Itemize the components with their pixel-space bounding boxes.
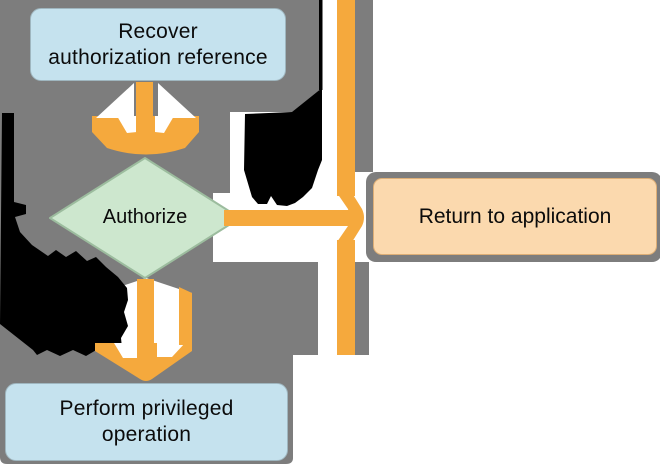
arrow-shaft — [136, 82, 153, 134]
collar-notch-right — [155, 116, 174, 133]
success-label-blob — [0, 113, 128, 356]
arrow-side-strip — [179, 287, 192, 345]
node-perform-line1: Perform privileged — [59, 397, 234, 420]
node-perform-privileged-operation: Perform privileged operation — [5, 383, 288, 461]
node-recover-line2: authorization reference — [48, 45, 268, 69]
arrow-shaft — [137, 279, 154, 361]
gray-right-strip-bottom — [355, 262, 369, 355]
vertical-channel-upper — [322, 0, 337, 165]
fail-label-blob — [244, 88, 322, 206]
down-arrow-bottom — [95, 279, 192, 381]
right-arrow-shaft — [224, 210, 352, 226]
arrow-collar — [92, 116, 199, 155]
fail-blob-stem — [319, 0, 323, 90]
node-recover-authorization: Recover authorization reference — [30, 8, 286, 81]
arrow-wing-right — [158, 83, 196, 118]
collar-notch-left — [117, 116, 137, 133]
node-recover-line1: Recover — [118, 19, 198, 43]
node-return-to-application: Return to application — [373, 178, 657, 255]
edge-label-blobs — [0, 0, 323, 356]
node-perform-line2: operation — [101, 423, 192, 446]
arrowhead-notch-left — [114, 343, 137, 358]
vertical-connector-upper — [337, 0, 355, 196]
node-authorize-label: Authorize — [102, 206, 188, 228]
arrow-wing-left — [96, 83, 134, 118]
right-arrowhead — [337, 193, 364, 242]
right-arrow-and-connector — [224, 0, 364, 355]
arrowhead-notch-right — [157, 343, 185, 357]
vertical-connector-lower — [337, 240, 355, 355]
down-arrow-top — [92, 82, 199, 155]
node-return-label: Return to application — [418, 204, 612, 228]
gray-right-strip-top — [355, 0, 373, 172]
